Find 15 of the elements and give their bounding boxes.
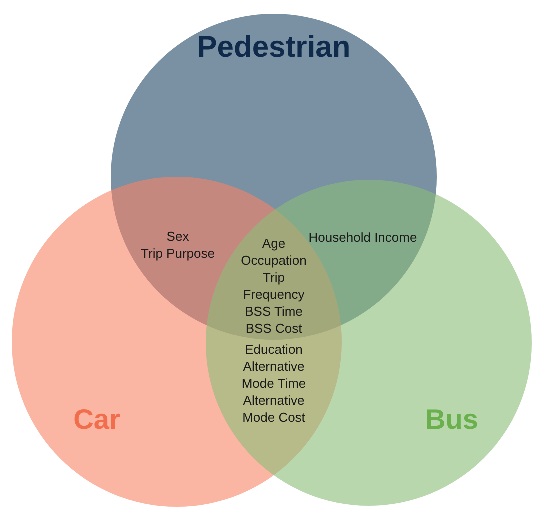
factor-label: Trip Frequency: [242, 269, 306, 303]
circle-title: Car: [74, 406, 120, 434]
factor-label: Alternative Mode Cost: [242, 392, 306, 426]
circle-title: Pedestrian: [197, 33, 351, 63]
factor-label: BSS Cost: [246, 320, 302, 337]
factor-label: Age: [262, 235, 286, 252]
venn-circle: [111, 14, 437, 340]
factor-label: Household Income: [308, 229, 418, 246]
factor-label: Education: [245, 341, 303, 358]
factor-label: Alternative Mode Time: [240, 358, 308, 392]
factor-label: Sex: [166, 228, 190, 245]
factor-label: BSS Time: [245, 303, 303, 320]
circle-title: Bus: [426, 406, 478, 434]
factor-label: Occupation: [241, 252, 307, 269]
factor-label: Trip Purpose: [141, 245, 215, 262]
